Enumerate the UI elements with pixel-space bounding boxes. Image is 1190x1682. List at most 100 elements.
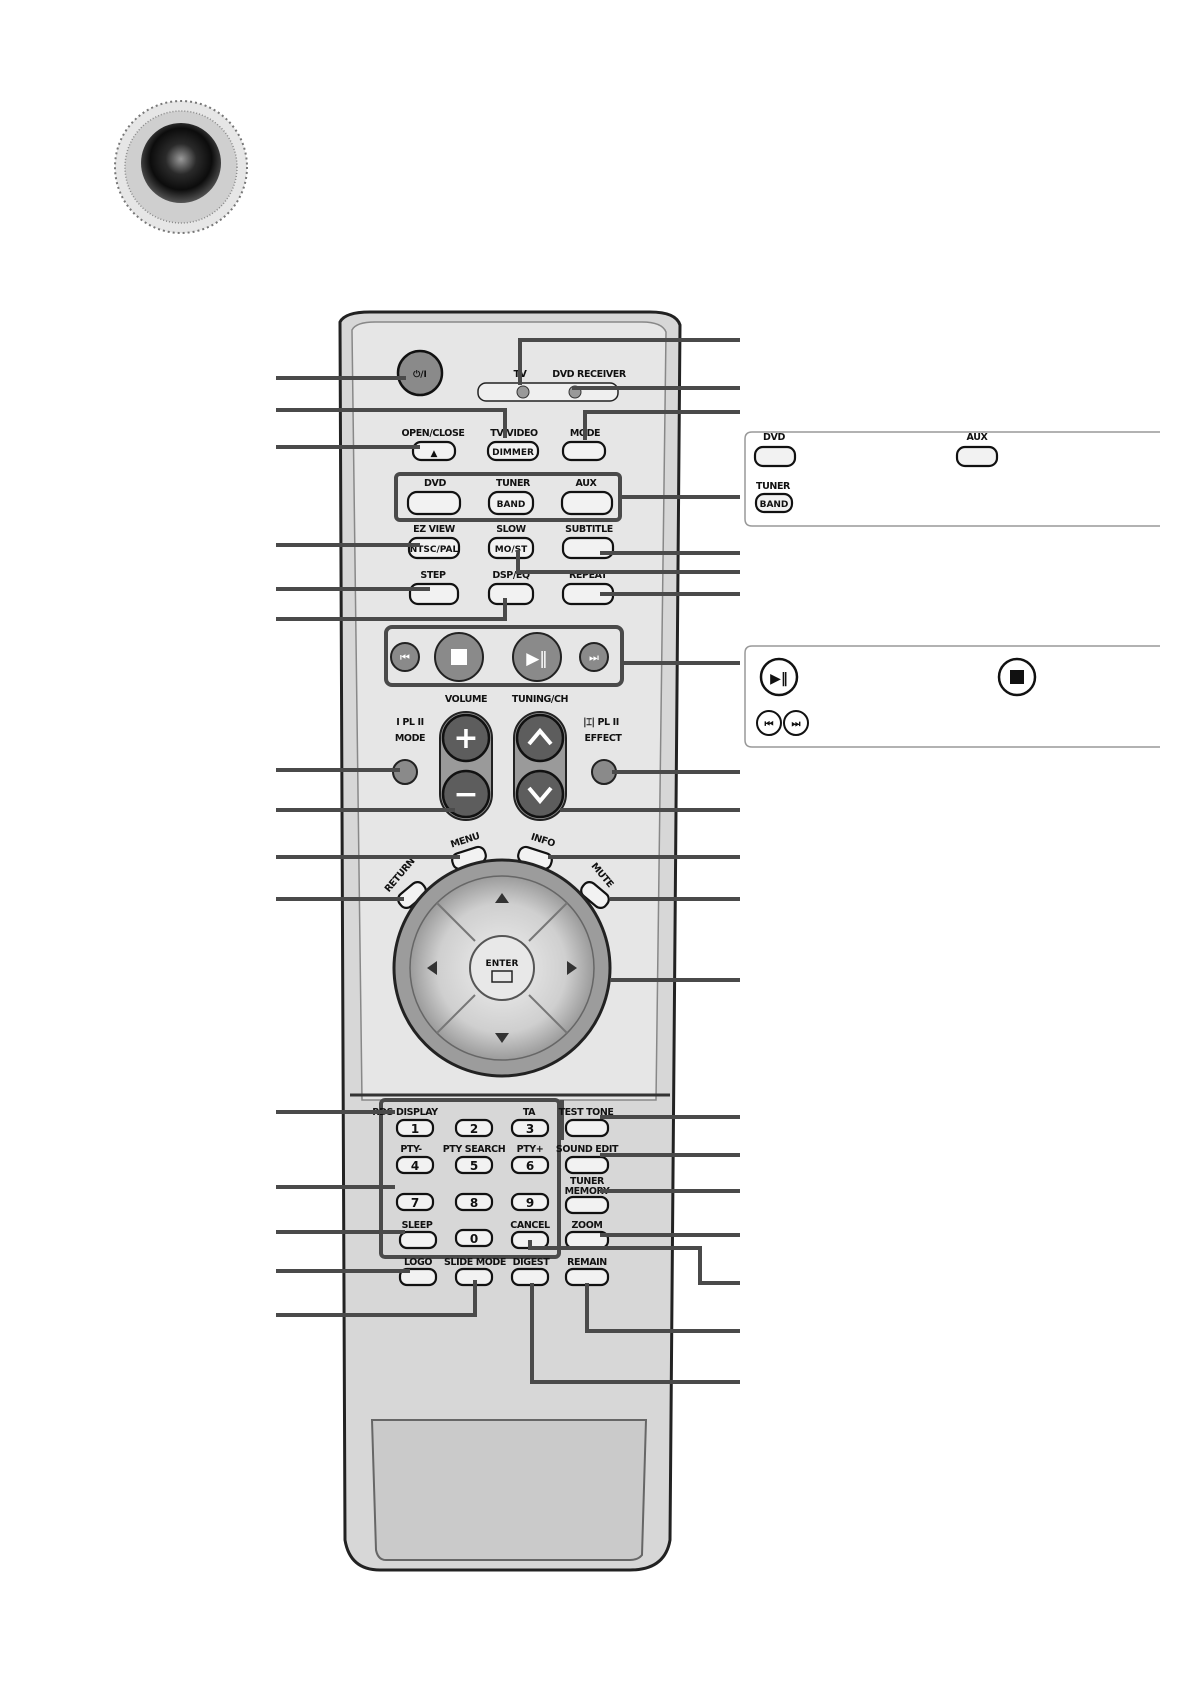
digit-6-label: 6 bbox=[526, 1159, 534, 1173]
slow-label: SLOW bbox=[496, 524, 526, 535]
skip-back-icon: ⏮ bbox=[400, 651, 410, 664]
tuning-down-button[interactable] bbox=[515, 769, 565, 819]
arrow-left-icon[interactable] bbox=[427, 961, 437, 975]
sound-edit-label: SOUND EDIT bbox=[556, 1144, 619, 1155]
arrow-up-icon[interactable] bbox=[495, 893, 509, 903]
pl2-effect-label: EFFECT bbox=[584, 733, 622, 744]
pty-plus-label: PTY+ bbox=[517, 1144, 544, 1155]
svg-text:⏮: ⏮ bbox=[765, 719, 774, 730]
skip-forward-icon: ⏭ bbox=[589, 651, 599, 664]
callout-skip-back-icon: ⏮ bbox=[756, 710, 782, 736]
digit-0-button[interactable]: 0 bbox=[454, 1228, 494, 1248]
enter-button[interactable]: ENTER bbox=[469, 935, 535, 1001]
pl2-label: Ⅰ PL II bbox=[396, 717, 423, 728]
tuning-label: TUNING/CH bbox=[512, 694, 569, 705]
callout-tuner-label: TUNER bbox=[756, 481, 791, 492]
volume-up-button[interactable]: + bbox=[441, 713, 491, 763]
callout-dvd-button bbox=[753, 445, 797, 468]
tuner-memory-label-1: TUNER bbox=[570, 1176, 605, 1187]
stop-button[interactable] bbox=[434, 632, 484, 682]
pl2-effect-top-label: |⌶| PL II bbox=[583, 717, 619, 728]
slow-button[interactable]: MO/ST bbox=[487, 536, 535, 560]
mo-st-label: MO/ST bbox=[495, 545, 528, 555]
play-pause-button[interactable]: ▶‖ bbox=[512, 632, 562, 682]
tuner-memory-label-2: MEMORY bbox=[565, 1186, 610, 1197]
digit-4-button[interactable]: 4 bbox=[395, 1155, 435, 1175]
mode-button[interactable] bbox=[561, 440, 607, 462]
skip-forward-button[interactable]: ⏭ bbox=[579, 642, 609, 672]
tuner-band-button[interactable]: BAND bbox=[487, 490, 535, 516]
arrow-right-icon[interactable] bbox=[567, 961, 577, 975]
dsp-eq-label: DSP/EQ bbox=[492, 570, 530, 581]
numpad-frame bbox=[379, 1098, 561, 1259]
callout-dvd-label: DVD bbox=[763, 432, 785, 443]
digit-6-button[interactable]: 6 bbox=[510, 1155, 550, 1175]
left-leader-lines bbox=[276, 376, 507, 1317]
tv-video-label: TV/VIDEO bbox=[490, 428, 538, 439]
cancel-label: CANCEL bbox=[510, 1220, 550, 1231]
digit-2-button[interactable]: 2 bbox=[454, 1118, 494, 1138]
digest-label: DIGEST bbox=[513, 1257, 551, 1268]
right-leader-lines bbox=[516, 338, 740, 1384]
enter-label: ENTER bbox=[486, 959, 519, 969]
power-button[interactable]: ⏻/I bbox=[396, 349, 444, 397]
ntsc-pal-label: NTSC/PAL bbox=[410, 545, 459, 555]
tuning-up-button[interactable] bbox=[515, 713, 565, 763]
play-pause-icon: ▶‖ bbox=[526, 649, 548, 669]
remain-button[interactable] bbox=[564, 1267, 610, 1287]
pty-minus-label: PTY- bbox=[400, 1144, 422, 1155]
digest-button[interactable] bbox=[510, 1267, 550, 1287]
digit-5-button[interactable]: 5 bbox=[454, 1155, 494, 1175]
sleep-label: SLEEP bbox=[402, 1220, 433, 1231]
volume-down-button[interactable]: − bbox=[441, 769, 491, 819]
enter-icon bbox=[491, 970, 513, 983]
callout-skip-forward-icon: ⏭ bbox=[783, 710, 809, 736]
ez-view-button[interactable]: NTSC/PAL bbox=[407, 536, 461, 560]
remain-label: REMAIN bbox=[567, 1257, 607, 1268]
power-button-label: ⏻/I bbox=[413, 369, 427, 380]
step-label: STEP bbox=[420, 570, 446, 581]
arrow-down-icon[interactable] bbox=[495, 1033, 509, 1043]
dsp-eq-button[interactable] bbox=[487, 582, 535, 606]
digit-8-label: 8 bbox=[470, 1196, 478, 1210]
sound-edit-button[interactable] bbox=[564, 1155, 610, 1175]
callout-play-pause-icon: ▶‖ bbox=[759, 657, 799, 697]
svg-text:▶‖: ▶‖ bbox=[770, 671, 788, 687]
zoom-label: ZOOM bbox=[572, 1220, 603, 1231]
plus-icon: + bbox=[453, 721, 478, 756]
aux-label: AUX bbox=[576, 478, 598, 489]
test-tone-button[interactable] bbox=[564, 1118, 610, 1138]
digit-7-button[interactable]: 7 bbox=[395, 1192, 435, 1212]
dvd-button[interactable] bbox=[406, 490, 462, 516]
aux-button[interactable] bbox=[560, 490, 614, 516]
dvd-label: DVD bbox=[424, 478, 446, 489]
digit-3-label: 3 bbox=[526, 1122, 534, 1136]
digit-3-button[interactable]: 3 bbox=[510, 1118, 550, 1138]
open-close-label: OPEN/CLOSE bbox=[401, 428, 464, 439]
callout-band-label: BAND bbox=[760, 500, 789, 510]
dimmer-button[interactable]: DIMMER bbox=[486, 440, 540, 462]
chevron-up-icon bbox=[527, 727, 553, 746]
source-callout-box: DVD AUX TUNER BAND bbox=[744, 431, 1160, 527]
callout-band-button: BAND bbox=[754, 492, 794, 514]
digit-9-button[interactable]: 9 bbox=[510, 1192, 550, 1212]
digit-1-button[interactable]: 1 bbox=[395, 1118, 435, 1138]
digit-2-label: 2 bbox=[470, 1122, 478, 1136]
callout-stop-icon bbox=[997, 657, 1037, 697]
callout-aux-label: AUX bbox=[967, 432, 989, 443]
tuner-label: TUNER bbox=[496, 478, 531, 489]
stop-icon bbox=[451, 649, 467, 665]
digit-0-label: 0 bbox=[470, 1232, 478, 1246]
ez-view-label: EZ VIEW bbox=[413, 524, 456, 535]
numpad-frame-right bbox=[560, 1100, 564, 1140]
skip-back-button[interactable]: ⏮ bbox=[390, 642, 420, 672]
open-close-button[interactable]: ▲ bbox=[411, 440, 457, 462]
callout-aux-button bbox=[955, 445, 999, 468]
digit-8-button[interactable]: 8 bbox=[454, 1192, 494, 1212]
digit-1-label: 1 bbox=[411, 1122, 419, 1136]
speaker-icon bbox=[114, 100, 248, 234]
tuner-memory-button[interactable] bbox=[564, 1195, 610, 1215]
repeat-label: REPEAT bbox=[569, 570, 608, 581]
sleep-button[interactable] bbox=[398, 1230, 438, 1250]
